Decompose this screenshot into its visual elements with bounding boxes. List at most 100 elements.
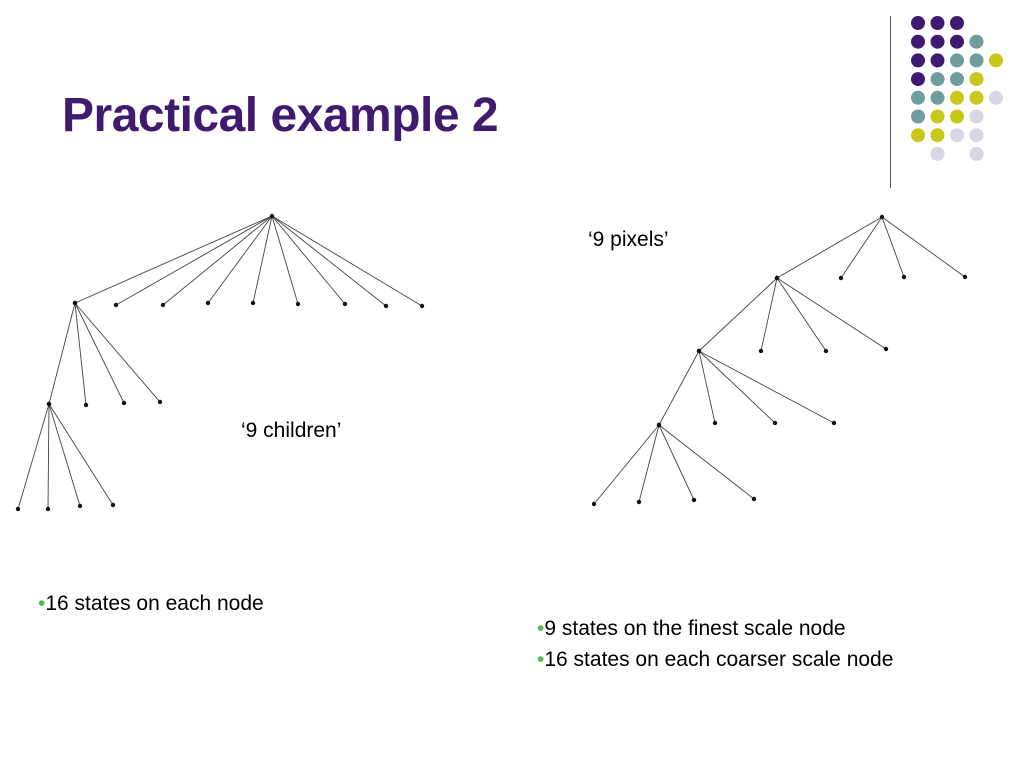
tree-edge <box>658 350 700 426</box>
tree-edge <box>74 215 273 304</box>
decor-dot <box>969 128 984 143</box>
tree-edge <box>698 350 716 424</box>
tree-node <box>205 300 211 306</box>
tree-node <box>15 506 21 512</box>
decor-dot <box>950 128 964 143</box>
right-bullet-list: •9 states on the finest scale node •16 s… <box>537 613 893 675</box>
decor-dot <box>911 72 925 87</box>
left-bullet-list: •16 states on each node <box>38 588 264 619</box>
tree-node <box>751 496 757 502</box>
decor-dot <box>930 90 945 105</box>
tree-edge <box>698 350 835 424</box>
tree-nine-pixels <box>591 214 968 507</box>
tree-edge <box>252 215 273 304</box>
decorative-dot-grid <box>911 16 1003 161</box>
tree-node <box>342 301 348 307</box>
bullet-marker: • <box>537 648 545 671</box>
tree-node <box>160 302 166 308</box>
decor-dot <box>969 53 984 68</box>
tree-edge <box>271 215 346 305</box>
tree-edge <box>48 302 76 405</box>
tree-edge <box>207 215 273 304</box>
tree-edge <box>271 215 299 305</box>
decor-dot <box>950 34 964 49</box>
decor-dot <box>969 72 984 87</box>
tree-node <box>83 402 89 408</box>
decor-dot <box>950 109 964 124</box>
tree-node <box>591 501 597 507</box>
decor-dot <box>911 90 925 105</box>
decor-dot <box>930 146 945 161</box>
decor-dot <box>930 34 945 49</box>
tree-edge <box>658 424 695 501</box>
slide-title: Practical example 2 <box>62 89 499 142</box>
decor-dot <box>969 34 984 49</box>
tree-node <box>901 274 907 280</box>
tree-edge <box>47 403 50 510</box>
bullet-text: 9 states on the finest scale node <box>544 617 846 640</box>
tree-edge <box>271 215 387 307</box>
tree-nine-children <box>15 213 425 512</box>
tree-node <box>45 506 51 512</box>
tree-edge <box>48 403 114 506</box>
decor-dot <box>930 16 945 30</box>
decor-dot <box>930 72 945 87</box>
decor-dot <box>930 128 945 143</box>
tree-node <box>879 214 885 220</box>
decor-dot <box>969 146 984 161</box>
bullet-text: 16 states on each node <box>45 592 264 615</box>
decor-dot <box>969 109 984 124</box>
tree-diagrams <box>15 213 968 512</box>
tree-node <box>772 420 778 426</box>
decor-dot <box>989 90 1003 105</box>
tree-node <box>831 420 837 426</box>
tree-edge <box>271 215 423 307</box>
tree-edge <box>776 216 883 279</box>
bullet-item: •9 states on the finest scale node <box>537 613 893 644</box>
tree-edge <box>593 424 660 505</box>
tree-edge <box>840 216 883 279</box>
tree-node <box>962 274 968 280</box>
tree-node <box>250 300 256 306</box>
tree-node <box>636 499 642 505</box>
label-9-children: ‘9 children’ <box>241 419 342 442</box>
decor-dot <box>930 53 945 68</box>
bullet-marker: • <box>537 617 545 640</box>
tree-edge <box>698 277 778 352</box>
decor-dot <box>930 109 945 124</box>
tree-node <box>656 422 662 428</box>
tree-node <box>712 420 718 426</box>
decor-dot <box>950 16 964 30</box>
tree-node <box>77 503 83 509</box>
bullet-item: •16 states on each node <box>38 588 264 619</box>
bullet-marker: • <box>38 592 46 615</box>
divider-line <box>890 16 891 188</box>
bullet-text: 16 states on each coarser scale node <box>544 648 894 671</box>
tree-edge <box>776 277 887 350</box>
decor-dot <box>911 128 925 143</box>
tree-edge <box>658 424 755 500</box>
tree-edge <box>17 403 50 510</box>
tree-node <box>758 348 764 354</box>
label-9-pixels: ‘9 pixels’ <box>588 228 669 251</box>
decor-dot <box>911 16 925 30</box>
tree-edge <box>74 302 125 404</box>
tree-node <box>113 302 119 308</box>
tree-node <box>269 213 275 219</box>
decor-dot <box>950 90 964 105</box>
tree-edge <box>760 277 778 352</box>
tree-node <box>46 401 52 407</box>
decor-dot <box>950 53 964 68</box>
tree-edge <box>881 216 905 278</box>
tree-edge <box>881 216 966 278</box>
tree-edge <box>74 302 161 403</box>
tree-edge <box>776 277 827 352</box>
tree-edge <box>48 403 81 507</box>
tree-edge <box>638 424 660 503</box>
tree-node <box>774 275 780 281</box>
decor-dot <box>911 34 925 49</box>
tree-node <box>383 303 389 309</box>
tree-node <box>419 303 425 309</box>
decor-dot <box>911 109 925 124</box>
tree-node <box>295 301 301 307</box>
